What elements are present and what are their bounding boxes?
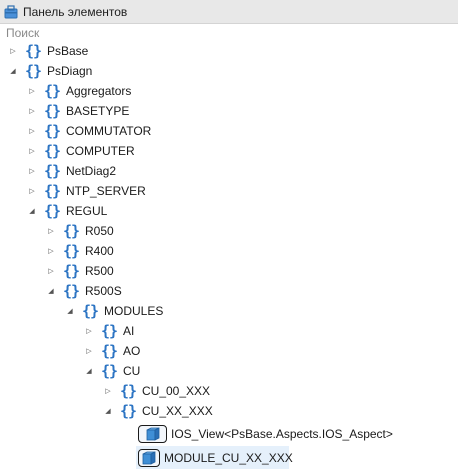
tree-node-label: CU — [123, 364, 141, 378]
namespace-braces-icon: {} — [43, 182, 61, 200]
collapse-arrow-icon[interactable]: ◢ — [86, 368, 92, 375]
tree-node-basetype[interactable]: ▷ {} BASETYPE — [27, 101, 129, 121]
namespace-braces-icon: {} — [43, 102, 61, 120]
panel-title: Панель элементов — [23, 4, 128, 19]
collapse-arrow-icon[interactable]: ◢ — [10, 68, 16, 75]
tree-node-r500s[interactable]: ◢ {} R500S — [46, 281, 122, 301]
tree-node-label: MODULE_CU_XX_XXX — [164, 450, 293, 465]
tree-node-label: PsBase — [47, 44, 89, 58]
tree-node-cu-00-xxx[interactable]: ▷ {} CU_00_XXX — [103, 381, 210, 401]
tree-node-psbase[interactable]: ▷ {} PsBase — [8, 41, 88, 61]
namespace-braces-icon: {} — [62, 262, 80, 280]
tree-node-r050[interactable]: ▷ {} R050 — [46, 221, 114, 241]
expand-arrow-icon[interactable]: ▷ — [86, 328, 92, 335]
tree-node-label: COMMUTATOR — [66, 124, 152, 138]
tree-node-label: AO — [123, 344, 141, 358]
search-bar — [0, 24, 458, 42]
namespace-braces-icon: {} — [100, 322, 118, 340]
expand-arrow-icon[interactable]: ▷ — [10, 48, 16, 55]
tree-node-label: PsDiagn — [47, 64, 93, 78]
tree-node-label: AI — [123, 324, 135, 338]
tree-node-ai[interactable]: ▷ {} AI — [84, 321, 134, 341]
tree-node-commutator[interactable]: ▷ {} COMMUTATOR — [27, 121, 151, 141]
namespace-braces-icon: {} — [43, 122, 61, 140]
tree-node-label: CU_XX_XXX — [142, 404, 213, 418]
namespace-braces-icon: {} — [43, 202, 61, 220]
tree-node-ao[interactable]: ▷ {} AO — [84, 341, 140, 361]
tree-node-label: NTP_SERVER — [66, 184, 146, 198]
expand-arrow-icon[interactable]: ▷ — [48, 248, 54, 255]
tree-node-cu-xx-xxx[interactable]: ◢ {} CU_XX_XXX — [103, 401, 213, 421]
collapse-arrow-icon[interactable]: ◢ — [105, 408, 111, 415]
tree-node-label: R500S — [85, 284, 122, 298]
expand-arrow-icon[interactable]: ▷ — [105, 388, 111, 395]
namespace-braces-icon: {} — [100, 362, 118, 380]
namespace-braces-icon: {} — [119, 402, 137, 420]
tree-node-ntp-server[interactable]: ▷ {} NTP_SERVER — [27, 181, 146, 201]
namespace-braces-icon: {} — [62, 222, 80, 240]
expand-arrow-icon[interactable]: ▷ — [29, 88, 35, 95]
element-tree: ▷ {} PsBase ◢ {} PsDiagn ▷ {} Aggregator… — [0, 41, 458, 473]
search-input[interactable] — [0, 24, 458, 42]
expand-arrow-icon[interactable]: ▷ — [29, 148, 35, 155]
tree-node-label: Aggregators — [66, 84, 132, 98]
tree-node-modules[interactable]: ◢ {} MODULES — [65, 301, 163, 321]
tree-node-label: R400 — [85, 244, 114, 258]
tree-node-module-cu-xx-xxx[interactable]: MODULE_CU_XX_XXX — [136, 446, 293, 469]
collapse-arrow-icon[interactable]: ◢ — [29, 208, 35, 215]
tree-node-label: R050 — [85, 224, 114, 238]
tree-node-netdiag2[interactable]: ▷ {} NetDiag2 — [27, 161, 116, 181]
collapse-arrow-icon[interactable]: ◢ — [48, 288, 54, 295]
expand-arrow-icon[interactable]: ▷ — [29, 128, 35, 135]
namespace-braces-icon: {} — [24, 42, 42, 60]
toolbox-icon — [4, 4, 18, 19]
expand-arrow-icon[interactable]: ▷ — [29, 168, 35, 175]
tree-node-label: IOS_View<PsBase.Aspects.IOS_Aspect> — [171, 426, 393, 441]
class-cube-icon — [138, 424, 167, 443]
namespace-braces-icon: {} — [62, 282, 80, 300]
namespace-braces-icon: {} — [43, 142, 61, 160]
namespace-braces-icon: {} — [43, 162, 61, 180]
expand-arrow-icon[interactable]: ▷ — [29, 188, 35, 195]
namespace-braces-icon: {} — [119, 382, 137, 400]
namespace-braces-icon: {} — [81, 302, 99, 320]
tree-node-label: COMPUTER — [66, 144, 135, 158]
tree-node-ios-view[interactable]: IOS_View<PsBase.Aspects.IOS_Aspect> — [138, 422, 393, 445]
tree-node-label: REGUL — [66, 204, 108, 218]
tree-node-cu[interactable]: ◢ {} CU — [84, 361, 140, 381]
tree-node-aggregators[interactable]: ▷ {} Aggregators — [27, 81, 131, 101]
expand-arrow-icon[interactable]: ▷ — [48, 268, 54, 275]
tree-node-label: R500 — [85, 264, 114, 278]
namespace-braces-icon: {} — [43, 82, 61, 100]
expand-arrow-icon[interactable]: ▷ — [48, 228, 54, 235]
panel-title-bar: Панель элементов — [0, 0, 458, 24]
namespace-braces-icon: {} — [62, 242, 80, 260]
tree-node-label: NetDiag2 — [66, 164, 117, 178]
class-cube-icon — [138, 448, 160, 467]
collapse-arrow-icon[interactable]: ◢ — [67, 308, 73, 315]
namespace-braces-icon: {} — [100, 342, 118, 360]
tree-node-label: MODULES — [104, 304, 164, 318]
tree-node-r400[interactable]: ▷ {} R400 — [46, 241, 114, 261]
expand-arrow-icon[interactable]: ▷ — [29, 108, 35, 115]
expand-arrow-icon[interactable]: ▷ — [86, 348, 92, 355]
tree-node-label: CU_00_XXX — [142, 384, 211, 398]
namespace-braces-icon: {} — [24, 62, 42, 80]
tree-node-psdiagn[interactable]: ◢ {} PsDiagn — [8, 61, 92, 81]
tree-node-computer[interactable]: ▷ {} COMPUTER — [27, 141, 135, 161]
tree-node-label: BASETYPE — [66, 104, 130, 118]
tree-node-regul[interactable]: ◢ {} REGUL — [27, 201, 107, 221]
tree-node-r500[interactable]: ▷ {} R500 — [46, 261, 114, 281]
